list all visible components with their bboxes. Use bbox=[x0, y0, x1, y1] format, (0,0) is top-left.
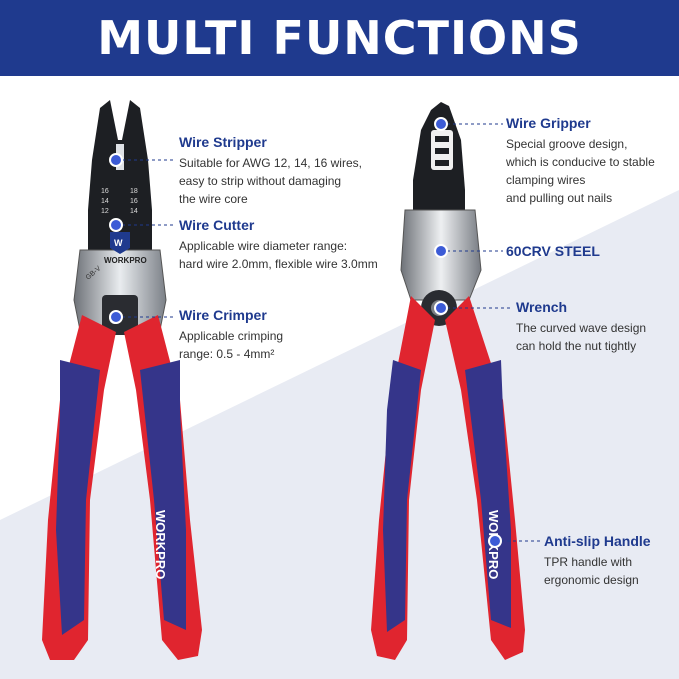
awg-left-0: 16 bbox=[101, 188, 109, 195]
callout-wire-crimper: Wire Crimper Applicable crimping range: … bbox=[179, 307, 283, 363]
callout-desc: Applicable crimping range: 0.5 - 4mm² bbox=[179, 327, 283, 363]
banner-title: MULTI FUNCTIONS bbox=[97, 11, 582, 65]
desc-line: Applicable crimping bbox=[179, 329, 284, 343]
workpro-logo-icon: W bbox=[110, 232, 130, 254]
callout-wire-stripper: Wire Stripper Suitable for AWG 12, 14, 1… bbox=[179, 134, 362, 208]
desc-line: which is conducive to stable bbox=[506, 155, 655, 169]
callout-title: Wire Gripper bbox=[506, 115, 591, 131]
left-brand-text: WORKPRO bbox=[104, 256, 147, 265]
callout-wire-gripper: Wire Gripper Special groove design, whic… bbox=[506, 115, 655, 207]
callout-anti-slip-handle: Anti-slip Handle TPR handle with ergonom… bbox=[544, 533, 651, 589]
desc-line: can hold the nut tightly bbox=[516, 339, 637, 353]
callout-title: Anti-slip Handle bbox=[544, 533, 651, 549]
right-pliers-image: WORKPRO bbox=[371, 102, 525, 660]
desc-line: the wire core bbox=[179, 192, 248, 206]
desc-line: and pulling out nails bbox=[506, 191, 613, 205]
desc-line: The curved wave design bbox=[516, 321, 647, 335]
right-handle-brand: WORKPRO bbox=[486, 510, 501, 579]
callout-title: 60CRV STEEL bbox=[506, 243, 600, 259]
left-handle-brand: WORKPRO bbox=[153, 510, 168, 579]
callout-title: Wire Stripper bbox=[179, 134, 267, 150]
callout-wire-cutter: Wire Cutter Applicable wire diameter ran… bbox=[179, 217, 378, 273]
header-banner: MULTI FUNCTIONS bbox=[0, 0, 679, 76]
desc-line: Special groove design, bbox=[506, 137, 628, 151]
desc-line: ergonomic design bbox=[544, 573, 639, 587]
awg-left-2: 12 bbox=[101, 208, 109, 215]
callout-title: Wrench bbox=[516, 299, 568, 315]
callout-desc: Suitable for AWG 12, 14, 16 wires, easy … bbox=[179, 154, 362, 208]
awg-right-1: 16 bbox=[130, 198, 138, 205]
left-pliers-image: 16 14 12 18 16 14 W WORKPRO GB-V WORKPRO bbox=[42, 100, 202, 660]
callout-wrench: Wrench The curved wave design can hold t… bbox=[516, 299, 646, 355]
desc-line: clamping wires bbox=[506, 173, 586, 187]
desc-line: easy to strip without damaging bbox=[179, 174, 342, 188]
callout-desc: TPR handle with ergonomic design bbox=[544, 553, 651, 589]
desc-line: hard wire 2.0mm, flexible wire 3.0mm bbox=[179, 257, 378, 271]
callout-title: Wire Cutter bbox=[179, 217, 255, 233]
callout-desc: Applicable wire diameter range: hard wir… bbox=[179, 237, 378, 273]
awg-right-2: 14 bbox=[130, 208, 138, 215]
desc-line: range: 0.5 - 4mm² bbox=[179, 347, 275, 361]
callout-title: Wire Crimper bbox=[179, 307, 267, 323]
callout-desc: Special groove design, which is conduciv… bbox=[506, 135, 655, 207]
svg-text:W: W bbox=[114, 238, 123, 248]
desc-line: Applicable wire diameter range: bbox=[179, 239, 348, 253]
desc-line: TPR handle with bbox=[544, 555, 633, 569]
awg-right-0: 18 bbox=[130, 188, 138, 195]
callout-desc: The curved wave design can hold the nut … bbox=[516, 319, 646, 355]
callout-steel: 60CRV STEEL bbox=[506, 243, 600, 263]
desc-line: Suitable for AWG 12, 14, 16 wires, bbox=[179, 156, 362, 170]
awg-left-1: 14 bbox=[101, 198, 109, 205]
